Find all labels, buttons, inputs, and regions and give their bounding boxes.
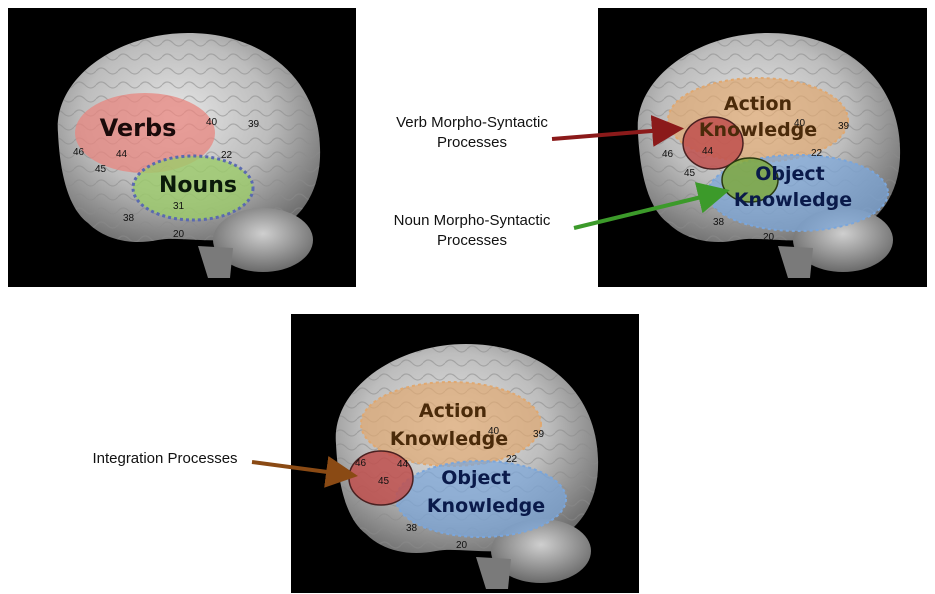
integration-label-text: Integration Processes — [70, 449, 260, 469]
area-label: 22 — [811, 148, 823, 159]
area-label: 45 — [95, 164, 107, 175]
brain-panel-knowledge: Action Knowledge Object Knowledge 40 39 … — [598, 8, 927, 287]
nouns-label: Nouns — [159, 173, 237, 198]
noun-label-line-1: Noun Morpho-Syntactic — [372, 211, 572, 231]
area-label: 39 — [533, 429, 545, 440]
area-label: 22 — [506, 454, 518, 465]
verbs-label: Verbs — [100, 114, 177, 142]
object-label: Object — [441, 467, 511, 489]
area-label: 45 — [684, 168, 696, 179]
action-label: Action — [419, 400, 487, 422]
brain-illustration: Action Knowledge Object Knowledge 40 39 … — [598, 8, 927, 287]
action-label: Action — [724, 93, 792, 115]
area-label: 31 — [173, 201, 185, 212]
brain-panel-integration: Action Knowledge Object Knowledge 40 39 … — [291, 314, 639, 593]
area-label: 44 — [116, 149, 128, 160]
area-label: 44 — [397, 459, 409, 470]
area-label: 20 — [456, 540, 468, 551]
area-label: 20 — [173, 229, 185, 240]
area-label: 46 — [355, 458, 367, 469]
brainstem-shape — [198, 246, 233, 278]
area-label: 22 — [221, 150, 233, 161]
verb-label-line-1: Verb Morpho-Syntactic — [372, 113, 572, 133]
area-label: 46 — [662, 149, 674, 160]
area-label: 39 — [248, 119, 260, 130]
noun-label-line-2: Processes — [372, 231, 572, 251]
area-label: 44 — [702, 146, 714, 157]
brain-illustration: Verbs Nouns 40 39 46 44 45 22 31 38 20 — [8, 8, 356, 287]
verb-label-line-2: Processes — [372, 133, 572, 153]
area-label: 20 — [763, 232, 775, 243]
area-label: 40 — [794, 118, 806, 129]
brainstem-shape — [778, 246, 813, 278]
area-label: 45 — [378, 476, 390, 487]
area-label: 38 — [713, 217, 725, 228]
brainstem-shape — [476, 557, 511, 589]
brain-panel-verbs-nouns: Verbs Nouns 40 39 46 44 45 22 31 38 20 — [8, 8, 356, 287]
area-label: 39 — [838, 121, 850, 132]
knowledge-label: Knowledge — [427, 495, 545, 517]
area-label: 46 — [73, 147, 85, 158]
knowledge-label: Knowledge — [734, 189, 852, 211]
brain-illustration: Action Knowledge Object Knowledge 40 39 … — [291, 314, 639, 593]
verb-morpho-syntactic-label: Verb Morpho-Syntactic Processes — [372, 113, 572, 153]
object-label: Object — [755, 163, 825, 185]
integration-processes-label: Integration Processes — [70, 449, 260, 469]
area-label: 38 — [406, 523, 418, 534]
area-label: 38 — [123, 213, 135, 224]
area-label: 40 — [206, 117, 218, 128]
area-label: 40 — [488, 426, 500, 437]
noun-morpho-syntactic-label: Noun Morpho-Syntactic Processes — [372, 211, 572, 251]
